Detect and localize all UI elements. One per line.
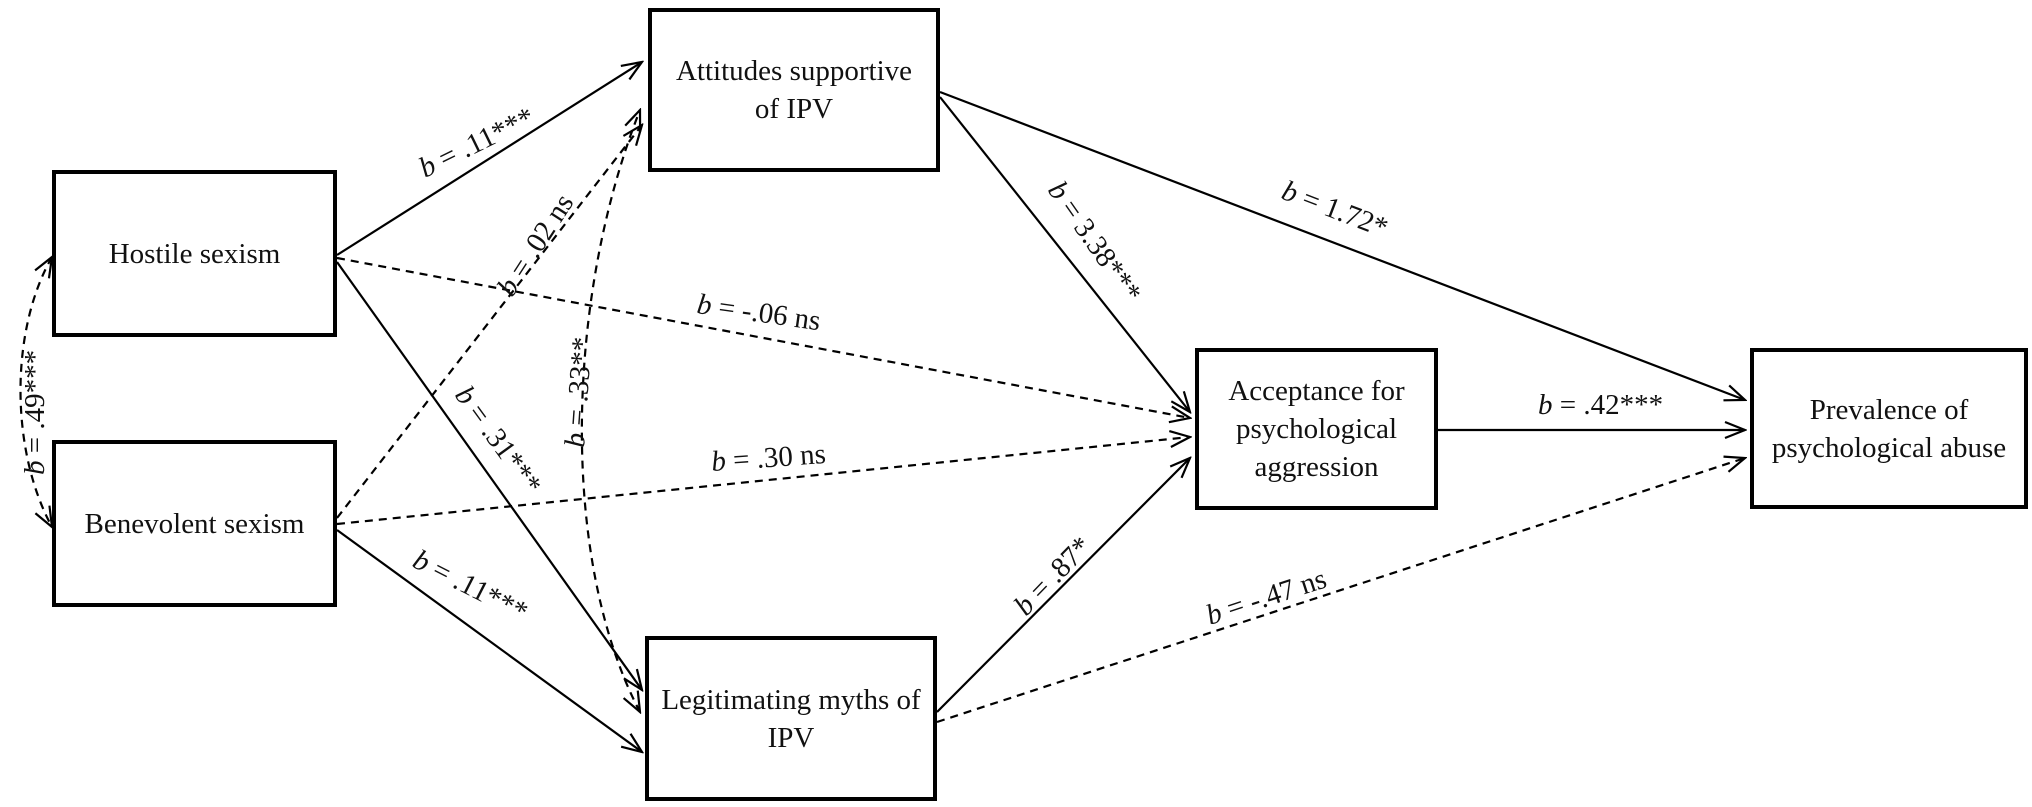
label-value: = .31*** [457,392,548,500]
label-value: = .42*** [1553,389,1664,421]
node-legitimating-myths-of-ipv: Legitimating myths of IPV [645,636,937,801]
node-benevolent-sexism: Benevolent sexism [52,440,337,607]
label-value: = .11*** [421,550,533,628]
edge-attitudes-to-prevalence [939,90,1745,400]
label-attitudes-to-acceptance: b = 3.38*** [1041,176,1147,309]
edge-hostile-to-myths [336,261,642,690]
edge-benevolent-to-myths [336,529,642,752]
label-value: = -.47 ns [1216,563,1330,627]
label-attitudes-to-prevalence: b = 1.72* [1277,175,1392,245]
label-hostile-to-acceptance: b = -.06 ns [695,288,823,337]
edge-benevolent-to-acceptance [336,437,1190,526]
label-value: = 1.72* [1291,180,1392,244]
node-acceptance-for-psychological-aggression: Acceptance for psychological aggression [1195,348,1438,510]
edge-myths-attitudes [580,110,640,712]
label-b-symbol: b [1538,389,1553,421]
label-myths-attitudes: b = .33** [559,336,599,449]
label-hostile-to-attitudes: b = .11*** [414,101,540,184]
label-acceptance-to-prevalence: b = .42*** [1538,389,1663,421]
label-value: = .02 ns [499,188,580,289]
label-myths-to-acceptance: b = .87* [1008,530,1098,621]
label-value: = .11*** [427,101,539,178]
label-myths-to-prevalence: b = -.47 ns [1202,563,1330,632]
label-b-symbol: b [695,288,714,322]
node-prevalence-of-psychological-abuse: Prevalence of psychological abuse [1750,348,2028,509]
label-b-symbol: b [559,432,592,449]
label-b-symbol: b [710,445,727,478]
label-benevolent-to-attitudes: b = .02 ns [491,188,580,302]
edge-myths-to-prevalence [936,458,1745,724]
label-benevolent-to-acceptance: b = .30 ns [710,438,827,478]
edge-myths-to-acceptance [936,458,1190,713]
label-value: = .30 ns [725,438,827,477]
edge-benevolent-to-attitudes [336,125,642,519]
label-value: = 3.38*** [1050,188,1148,309]
label-benevolent-to-myths: b = .11*** [408,544,533,629]
label-value: = .49*** [19,350,51,461]
label-b-symbol: b [19,461,51,476]
edge-hostile-to-acceptance [336,256,1190,418]
node-hostile-sexism: Hostile sexism [52,170,337,337]
label-value: = .87* [1018,530,1098,611]
node-attitudes-supportive-of-ipv: Attitudes supportive of IPV [648,8,940,172]
label-value: = .33** [560,336,599,434]
label-hostile-benevolent-covariance: b = .49*** [19,350,51,475]
edge-attitudes-to-acceptance [939,96,1190,412]
edge-hostile-benevolent-covariance [19,257,53,527]
edge-hostile-to-attitudes [336,62,642,256]
